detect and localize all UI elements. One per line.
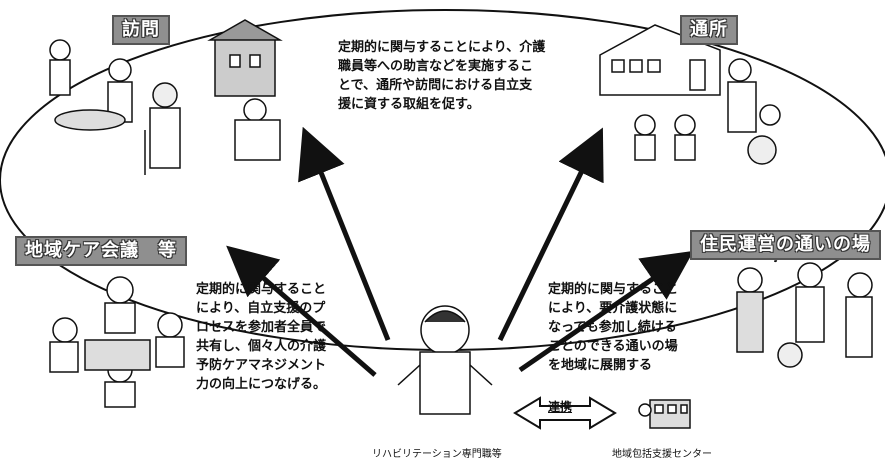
day-service-illustration xyxy=(599,24,781,165)
support-center-illustration xyxy=(638,399,691,429)
arrow-to-visit xyxy=(298,126,391,341)
arrow-to-day-service xyxy=(497,127,604,342)
gathering-illustration: ♪ ♪ xyxy=(736,247,873,368)
day-service-label: 通所 xyxy=(680,15,738,45)
care-meeting-label: 地域ケア会議 等 xyxy=(15,236,187,266)
center-caption: 地域包括支援センター xyxy=(612,449,712,460)
rehab-professional-illustration xyxy=(397,305,493,415)
collaboration-label: 連携 xyxy=(548,400,573,414)
collaboration-double-arrow xyxy=(513,396,617,430)
care-meeting-illustration xyxy=(49,276,185,408)
top-center-text: 定期的に関与することにより、介護 職員等への助言などを実施するこ とで、通所や訪… xyxy=(338,40,546,112)
visit-label: 訪問 xyxy=(112,15,170,45)
left-text: 定期的に関与すること により、自立支援のプ ロセスを参加者全員で 共有し、個々人… xyxy=(196,282,327,392)
rehab-caption: リハビリテーション専門職等 xyxy=(372,449,502,460)
arrow-to-care-meeting xyxy=(226,245,377,377)
visit-illustration xyxy=(49,19,283,175)
right-text: 定期的に関与すること により、要介護状態に なっても参加し続ける ことのできる通… xyxy=(548,282,679,373)
gathering-label: 住民運営の通いの場 xyxy=(690,230,881,260)
arrow-to-gathering xyxy=(518,250,694,373)
